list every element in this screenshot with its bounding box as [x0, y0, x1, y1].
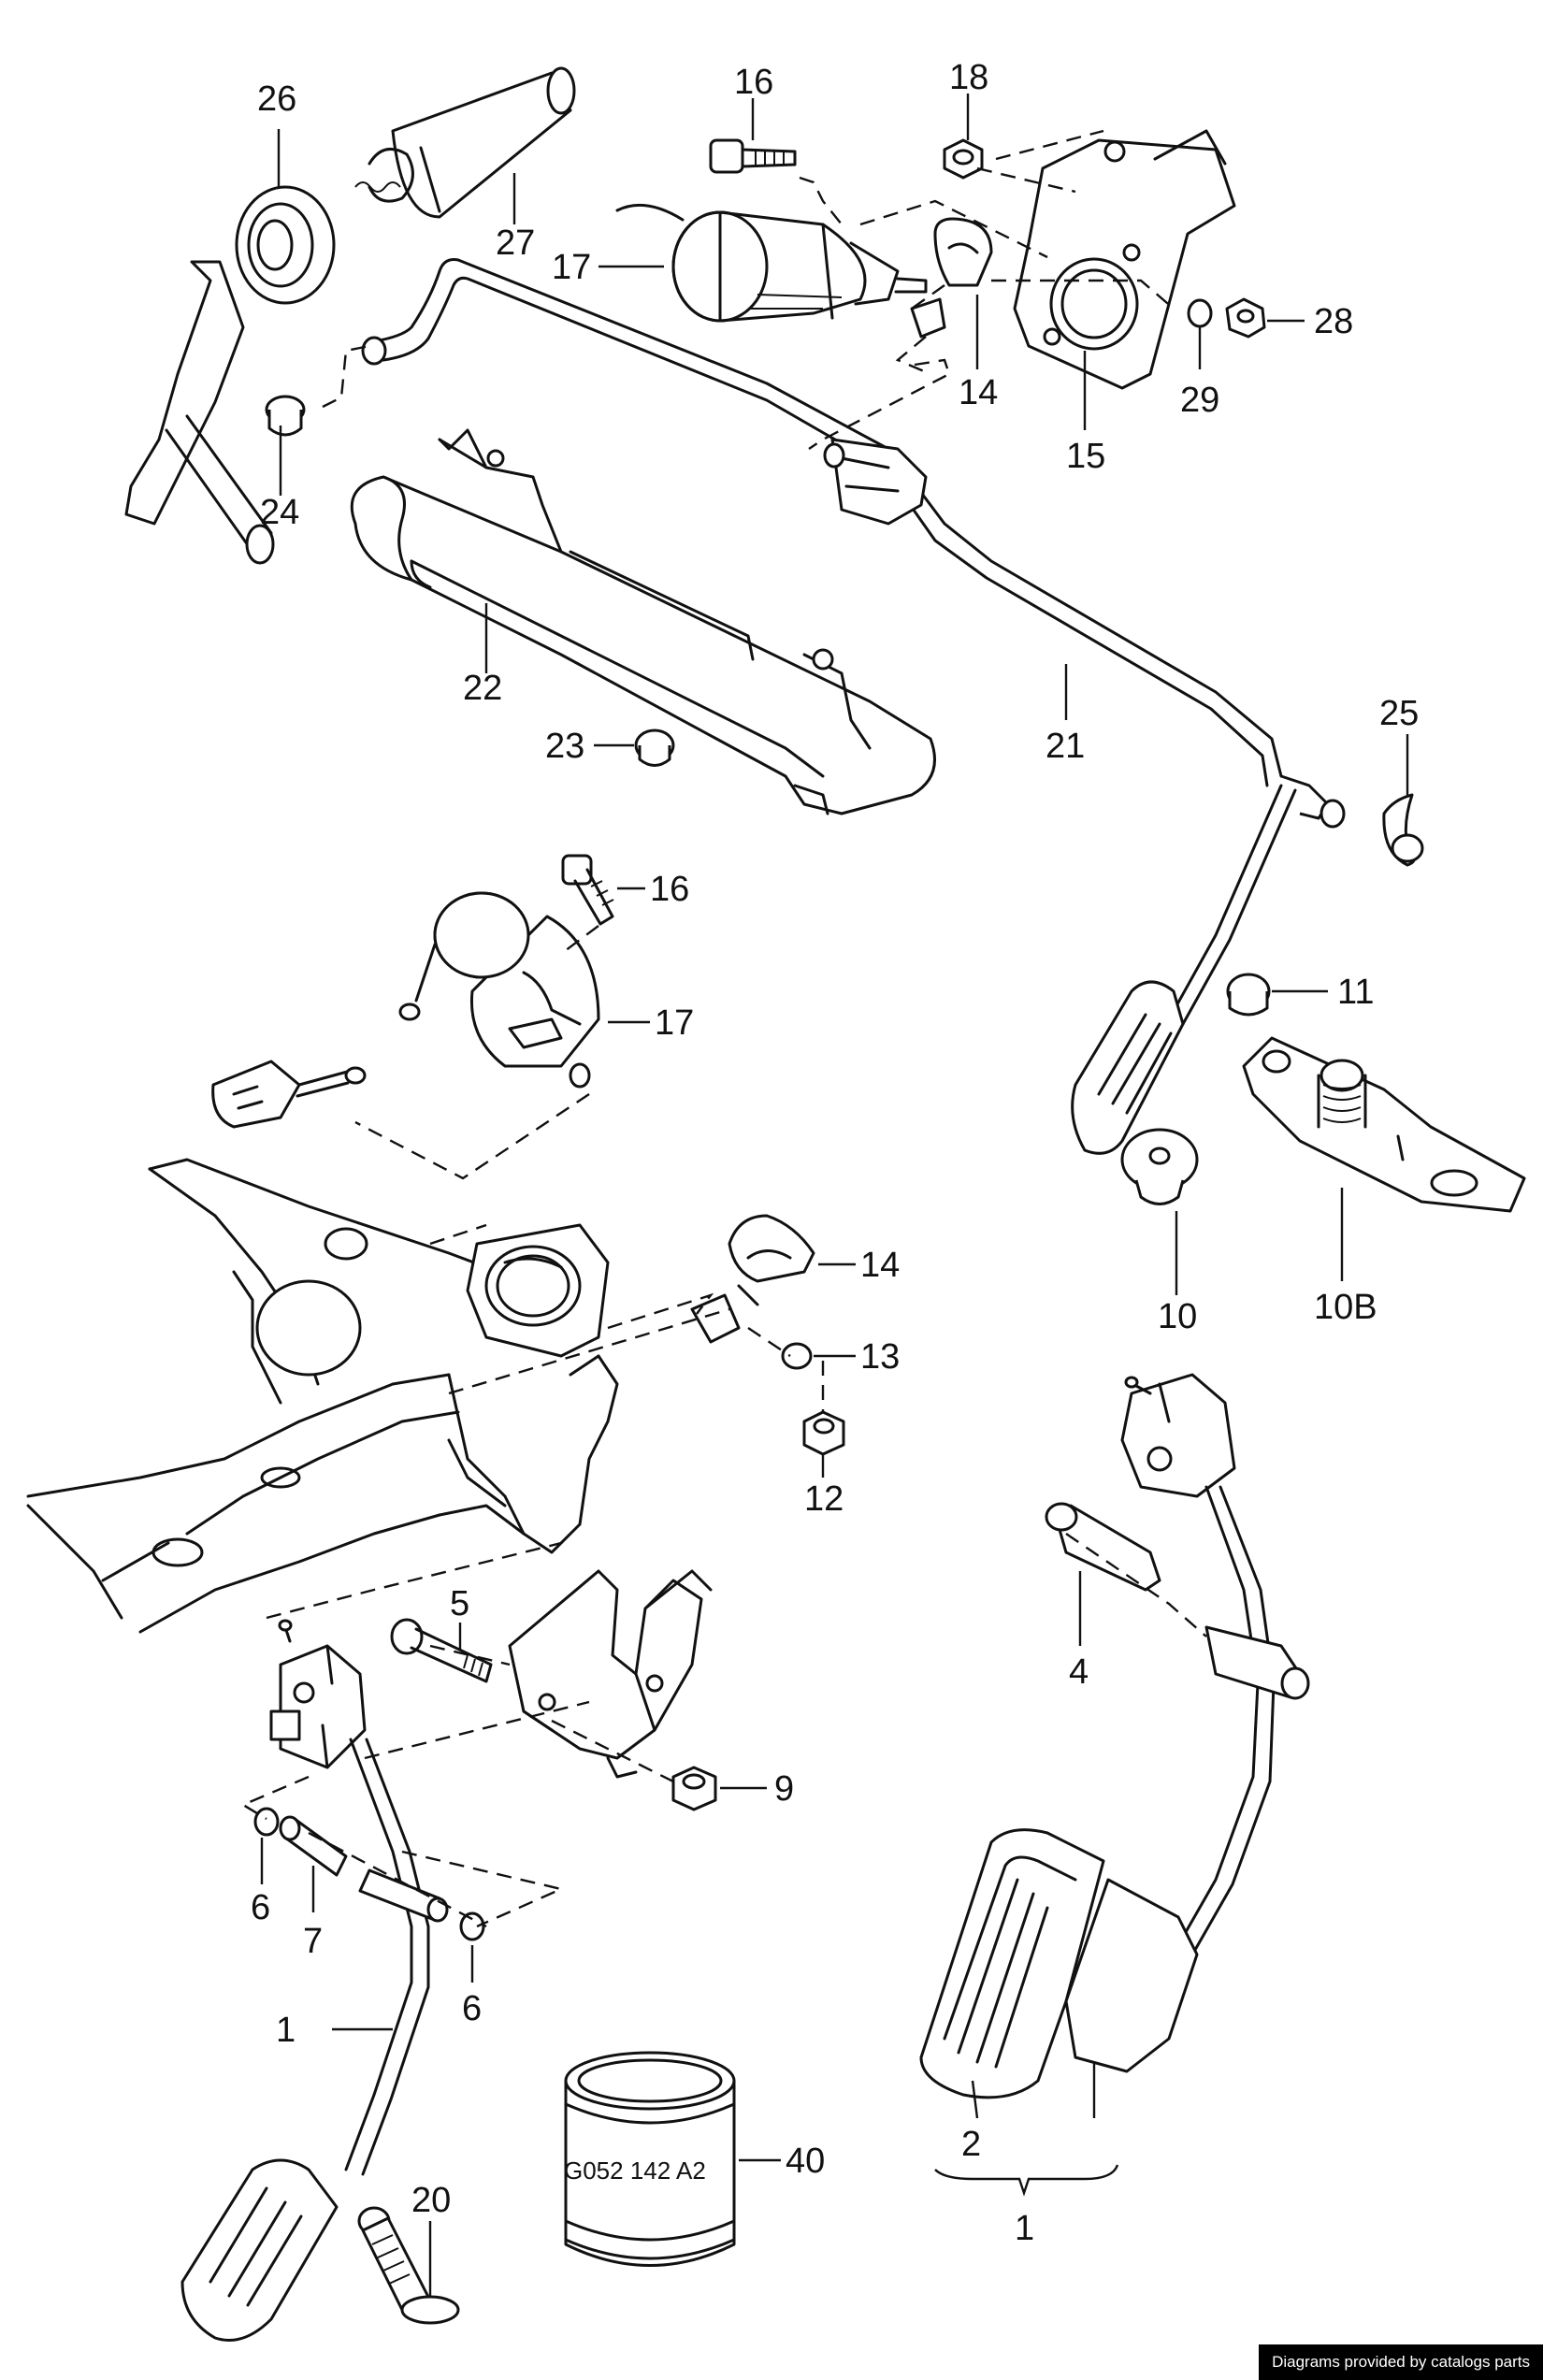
retaining-clip-top [910, 217, 993, 339]
part-label-1-right: 1 [1015, 2209, 1034, 2248]
leader-lines [260, 94, 1409, 2296]
part-label-21: 21 [1045, 727, 1085, 766]
stud-20 [357, 2206, 460, 2325]
pivot-bolt [390, 1618, 493, 1683]
nut-28 [1225, 297, 1266, 339]
part-label-14-mid: 14 [860, 1246, 900, 1285]
part-label-17-mid: 17 [655, 1003, 694, 1043]
part-label-26: 26 [257, 79, 296, 119]
nut-12 [802, 1410, 845, 1456]
part-label-1-left: 1 [276, 2011, 296, 2050]
part-label-10: 10 [1158, 1297, 1197, 1336]
retaining-clip-mid [690, 1214, 815, 1344]
brake-pedal-right [919, 1373, 1310, 2099]
mount-flange [466, 1223, 610, 1358]
part-label-11: 11 [1337, 973, 1374, 1012]
part-label-22: 22 [463, 669, 502, 708]
part-label-5: 5 [450, 1584, 469, 1623]
part-label-6-left: 6 [251, 1888, 270, 1927]
part-label-7: 7 [303, 1922, 323, 1961]
washer-6-left [253, 1807, 280, 1837]
part-label-12: 12 [804, 1479, 844, 1519]
accelerator-linkage-rod [361, 258, 1346, 829]
part-label-27: 27 [496, 224, 535, 263]
part-label-16-top: 16 [734, 63, 773, 102]
part-label-29: 29 [1180, 381, 1219, 420]
part-label-24: 24 [260, 493, 299, 532]
kickdown-bracket [1242, 1036, 1526, 1213]
part-label-28: 28 [1314, 302, 1353, 341]
nut-top [943, 138, 984, 180]
nut-9 [671, 1766, 717, 1811]
washer-6-right [459, 1911, 485, 1941]
nut-11 [1226, 973, 1271, 1017]
part-label-6-right: 6 [462, 1989, 482, 2028]
accelerator-pedal-upper [1071, 784, 1297, 1155]
assembly-dashed-lines [240, 129, 1207, 1928]
washer-29 [1187, 298, 1213, 328]
part-label-9: 9 [774, 1769, 794, 1809]
grease-can [564, 2051, 736, 2267]
screw-mid [561, 854, 614, 926]
pedal-stop [1120, 1128, 1199, 1205]
credit-banner: Diagrams provided by catalogs parts [1259, 2344, 1543, 2380]
part-label-23: 23 [545, 727, 584, 766]
washer-13 [781, 1342, 813, 1370]
part-label-16-mid: 16 [650, 870, 689, 909]
part-label-40: 40 [786, 2142, 825, 2181]
part-label-20: 20 [411, 2181, 451, 2220]
grommet-ring [235, 185, 336, 305]
screw-top [709, 138, 797, 174]
pedal-mount-bracket [124, 260, 275, 565]
cable-end-clip [1382, 793, 1424, 867]
part-label-25: 25 [1379, 694, 1419, 733]
part-number-labels: 26 27 16 18 17 14 15 28 29 24 22 23 21 2… [251, 58, 1419, 2248]
firewall-panel [26, 1158, 619, 1634]
clip-24 [265, 395, 306, 437]
clutch-pedal-left [180, 1619, 430, 2342]
actuator-motor-mid [398, 891, 600, 1089]
mounting-bracket-plate [1013, 129, 1236, 390]
part-label-14-top: 14 [959, 373, 998, 412]
part-label-15: 15 [1066, 437, 1105, 476]
bushing-sleeve [279, 1815, 449, 1923]
part-label-17-top: 17 [552, 248, 591, 287]
part-label-2: 2 [961, 2125, 981, 2164]
wiring-connector [211, 1060, 367, 1129]
grease-can-label: G052 142 A2 [564, 2156, 706, 2185]
pedal-support-bracket [508, 1569, 713, 1779]
cable-sleeve [354, 66, 576, 219]
actuator-motor-top [615, 203, 928, 323]
part-label-10b: 10B [1314, 1288, 1377, 1327]
part-label-13: 13 [860, 1337, 900, 1377]
part-label-18: 18 [949, 58, 988, 97]
bolt-23 [634, 728, 675, 767]
part-label-4: 4 [1069, 1652, 1089, 1692]
pedal-box-cover [350, 428, 936, 815]
